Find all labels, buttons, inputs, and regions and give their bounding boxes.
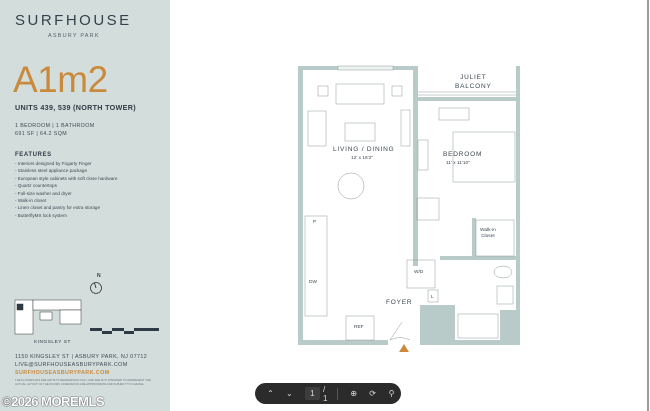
feature-item: - ButterflyMX lock system [15,212,67,218]
feature-item: - Interiors designed by Fogarty Finger [15,161,92,166]
label-closet: Walk-in Closet [480,228,496,239]
disclaimer: THE FLOORPLANS ARE ARTIST'S RENDERINGS O… [15,378,151,386]
watermark: ©2026 MOREMLS [2,394,105,409]
site-map [14,282,159,335]
label-linen: L [431,295,434,300]
dim-living: 12' x 16'2" [351,156,373,161]
website-link[interactable]: SURFHOUSEASBURYPARK.COM [15,370,110,376]
feature-item: - Linen closet and pantry for extra stor… [15,205,101,211]
zoom-in-icon[interactable]: ⊕ [350,389,358,398]
chevron-up-icon[interactable]: ⌃ [267,389,274,398]
unit-size: 691 SF | 64.2 SQM [15,131,68,137]
feature-item: - Walk-in closet [15,198,47,204]
label-pantry: P [313,220,317,225]
label-foyer: FOYER [386,299,413,306]
features-list: - Interiors designed by Fogarty Finger -… [15,160,117,219]
divider [337,387,339,400]
pdf-toolbar: ⌃ ⌄ 1 / 1 ⊕ ⟳ ⚲ [255,383,401,404]
features-title: FEATURES [15,152,52,158]
building-map-icon [14,299,82,335]
scrollbar[interactable] [647,0,649,411]
street-label: KINGSLEY ST [34,340,71,345]
brand-name: SURFHOUSE [15,12,132,29]
search-icon[interactable]: ⚲ [388,389,395,398]
feature-item: - Quartz countertops [15,183,57,189]
feature-item: - Stainless steel appliance package [15,168,88,174]
feature-item: - Full-size washer and dryer [15,190,72,196]
unit-rooms: 1 BEDROOM | 1 BATHROOM [15,123,95,129]
sidebar-panel: SURFHOUSE ASBURY PARK A1m2 UNITS 439, 53… [0,0,170,411]
rotate-icon[interactable]: ⟳ [369,389,376,398]
email[interactable]: LIVE@SURFHOUSEASBURYPARK.COM [15,362,128,368]
label-dw: DW [309,280,317,285]
label-living: LIVING / DINING [333,146,395,153]
label-wd: W/D [414,270,424,275]
dim-bedroom: 11' x 11'10" [446,161,470,166]
page-total: / 1 [322,384,328,403]
feature-item: - European style cabinets with soft clos… [15,175,118,181]
entrance-marker-icon [399,344,409,352]
unit-numbers: UNITS 439, 539 (NORTH TOWER) [15,103,136,112]
label-bedroom: BEDROOM [443,151,483,158]
page-input[interactable]: 1 [304,387,320,400]
brand-location: ASBURY PARK [48,33,100,39]
north-label: N [97,273,101,279]
label-balcony: JULIET BALCONY [455,74,492,90]
furniture [304,65,516,341]
scale-bar-icon [90,328,159,334]
address: 1150 KINGSLEY ST | ASBURY PARK, NJ 07712 [15,354,148,360]
unit-code: A1m2 [13,59,108,100]
label-ref: REF [354,325,364,330]
compass-icon [90,282,102,294]
chevron-down-icon[interactable]: ⌄ [286,389,293,398]
